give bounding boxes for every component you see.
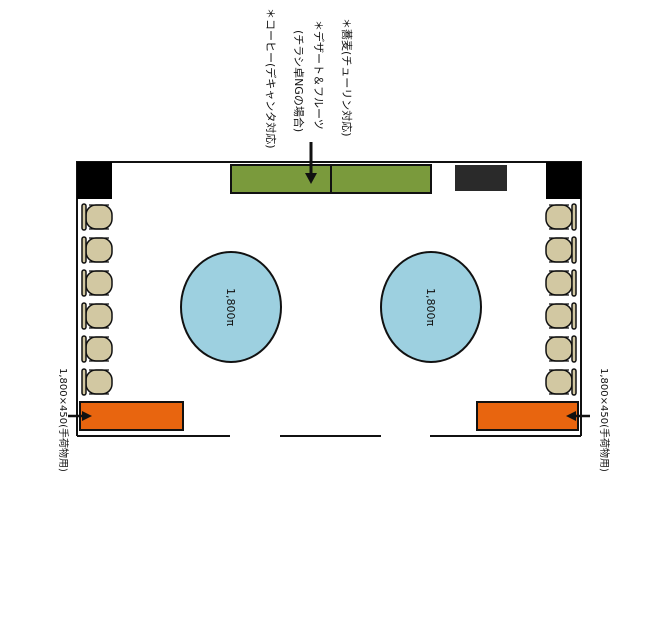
chair-left-4 — [81, 302, 113, 330]
chair-back — [81, 302, 87, 330]
chair-seat — [85, 270, 113, 296]
buffet-arrow — [305, 142, 317, 184]
annotation-coffee: ＊コーヒー(デキャンタ対応) — [264, 8, 278, 149]
chair-right-5 — [545, 335, 577, 363]
buffet-arrow-head — [305, 173, 317, 184]
chair-back — [571, 335, 577, 363]
chair-left-6 — [81, 368, 113, 396]
chair-back — [571, 368, 577, 396]
round-table-left-label: 1,800π — [224, 288, 237, 326]
chair-seat — [85, 303, 113, 329]
chair-seat — [85, 237, 113, 263]
chair-right-3 — [545, 269, 577, 297]
chair-seat — [545, 336, 573, 362]
luggage-arrow-right-head — [566, 411, 576, 421]
pillar-left — [77, 162, 112, 199]
chair-seat — [545, 237, 573, 263]
chair-back — [571, 302, 577, 330]
annotation-soba: ＊蕎麦(チューリン対応) — [340, 18, 354, 137]
chair-left-1 — [81, 203, 113, 231]
service-block — [455, 165, 507, 191]
chair-right-2 — [545, 236, 577, 264]
chair-seat — [545, 204, 573, 230]
buffet-table — [230, 164, 432, 194]
chair-right-6 — [545, 368, 577, 396]
chair-back — [81, 203, 87, 231]
luggage-arrow-left-head — [82, 411, 92, 421]
chair-left-3 — [81, 269, 113, 297]
luggage-table-left — [79, 401, 184, 431]
room-walls — [76, 161, 582, 437]
chair-seat — [85, 204, 113, 230]
chair-right-1 — [545, 203, 577, 231]
round-table-right: 1,800π — [380, 251, 482, 363]
round-table-left: 1,800π — [180, 251, 282, 363]
round-table-left-shape — [180, 251, 282, 363]
chair-seat — [545, 270, 573, 296]
chair-left-5 — [81, 335, 113, 363]
round-table-right-shape — [380, 251, 482, 363]
chair-seat — [85, 336, 113, 362]
round-table-right-label: 1,800π — [424, 288, 437, 326]
chair-back — [81, 368, 87, 396]
chairs-right — [545, 203, 577, 396]
chair-back — [81, 269, 87, 297]
luggage-arrow-right — [566, 411, 590, 421]
chair-right-4 — [545, 302, 577, 330]
chair-back — [81, 236, 87, 264]
luggage-arrow-left — [68, 411, 92, 421]
chair-back — [571, 203, 577, 231]
annotation-dessert-note: (チラシ卓NGの場合) — [292, 30, 306, 132]
luggage-label-left: 1,800×450(手荷物用) — [57, 368, 70, 472]
chairs-left — [81, 203, 113, 396]
luggage-table-right — [476, 401, 579, 431]
luggage-label-right: 1,800×450(手荷物用) — [598, 368, 611, 472]
annotation-dessert: ＊デザート＆フルーツ — [312, 20, 326, 130]
chair-back — [81, 335, 87, 363]
chair-back — [571, 236, 577, 264]
chair-seat — [545, 303, 573, 329]
chair-left-2 — [81, 236, 113, 264]
chair-back — [571, 269, 577, 297]
chair-seat — [85, 369, 113, 395]
pillar-right — [546, 162, 581, 199]
chair-seat — [545, 369, 573, 395]
